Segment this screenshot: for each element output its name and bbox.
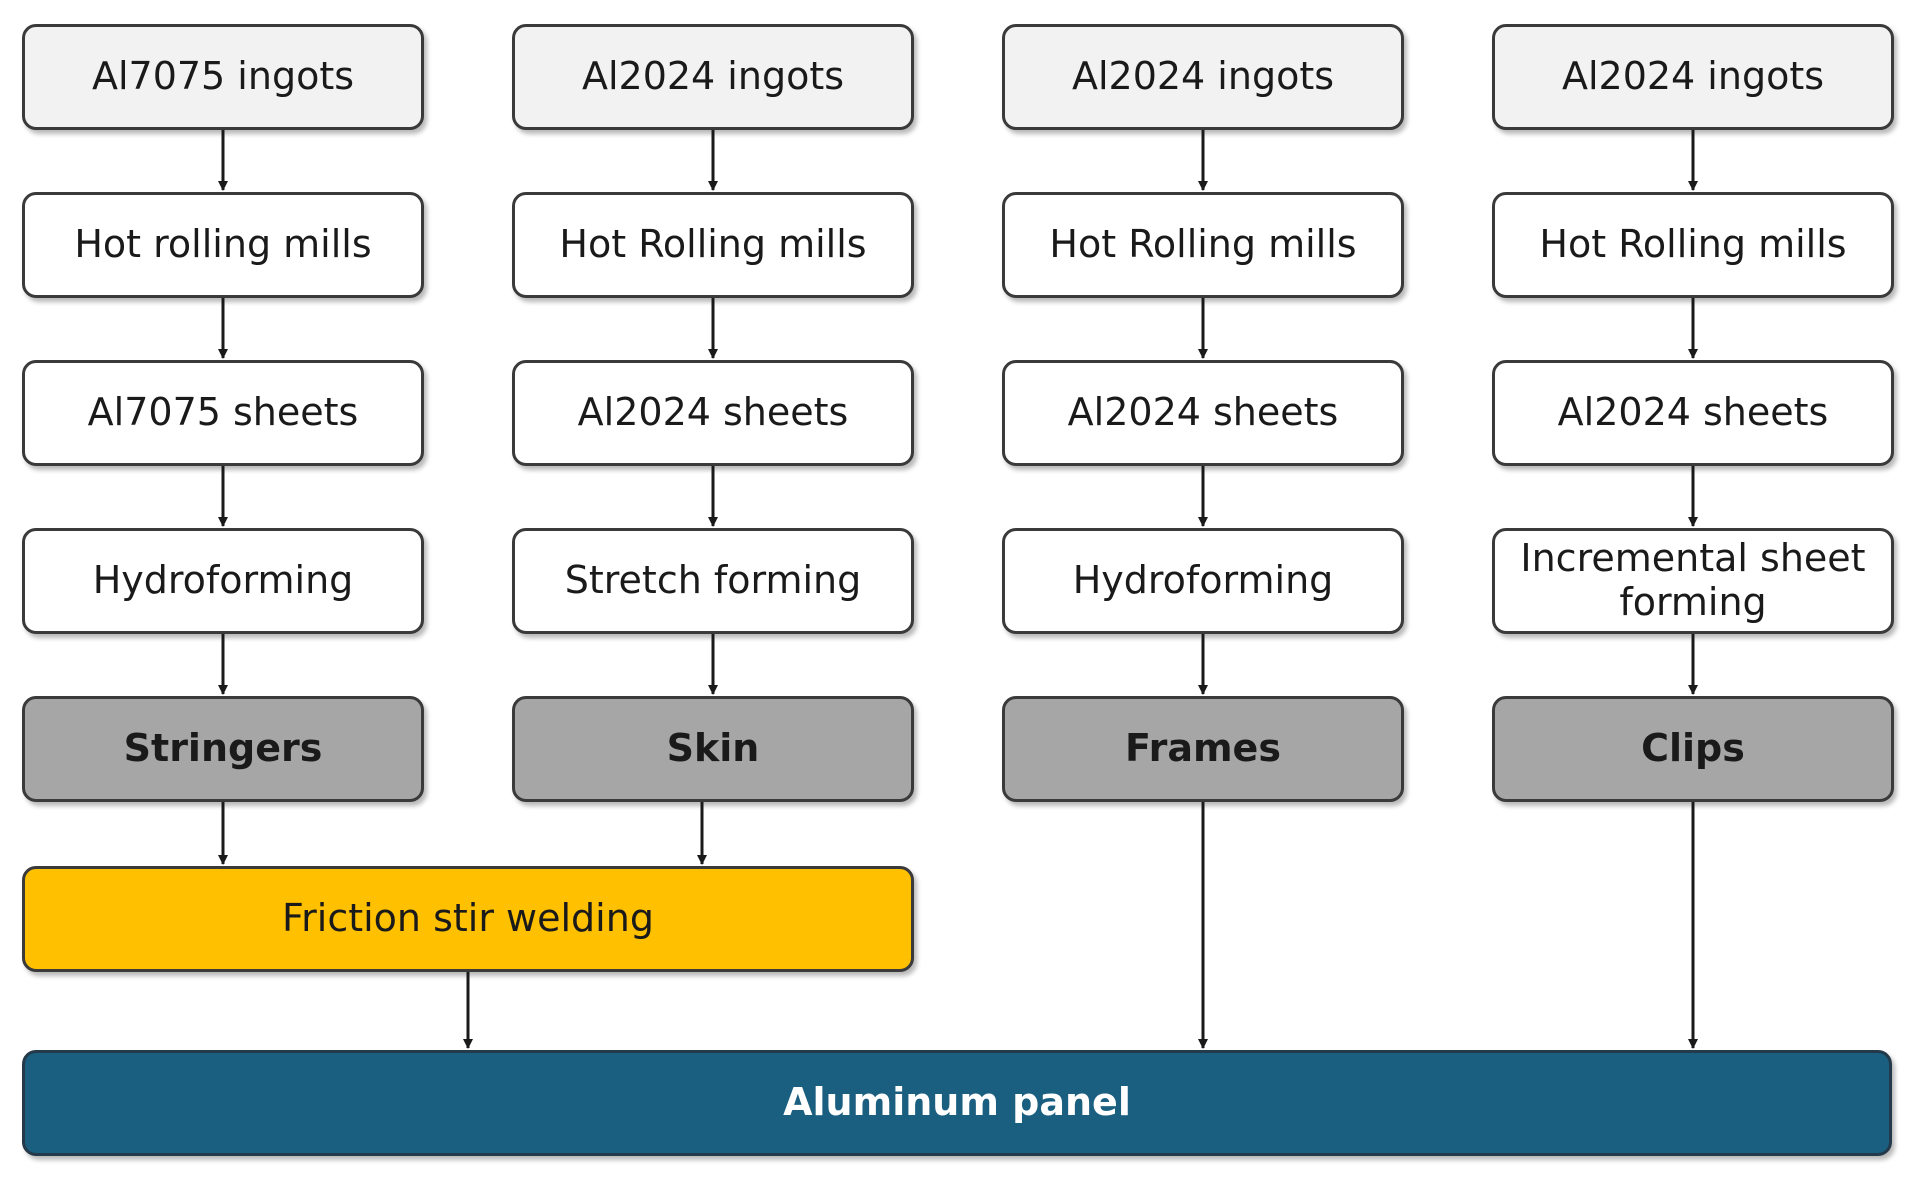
- node-skin: Skin: [512, 696, 914, 802]
- node-hot-rolling-mills-1: Hot rolling mills: [22, 192, 424, 298]
- node-al2024-sheets-1: Al2024 sheets: [512, 360, 914, 466]
- node-frames: Frames: [1002, 696, 1404, 802]
- node-al7075-ingots: Al7075 ingots: [22, 24, 424, 130]
- node-stretch-forming: Stretch forming: [512, 528, 914, 634]
- node-aluminum-panel: Aluminum panel: [22, 1050, 1892, 1156]
- node-hydroforming-1: Hydroforming: [22, 528, 424, 634]
- node-al2024-ingots-1: Al2024 ingots: [512, 24, 914, 130]
- node-friction-stir-welding: Friction stir welding: [22, 866, 914, 972]
- node-hydroforming-2: Hydroforming: [1002, 528, 1404, 634]
- node-al2024-ingots-3: Al2024 ingots: [1492, 24, 1894, 130]
- node-al2024-ingots-2: Al2024 ingots: [1002, 24, 1404, 130]
- node-clips: Clips: [1492, 696, 1894, 802]
- node-hot-rolling-mills-2: Hot Rolling mills: [512, 192, 914, 298]
- node-incremental-sheet-forming: Incremental sheet forming: [1492, 528, 1894, 634]
- node-al2024-sheets-3: Al2024 sheets: [1492, 360, 1894, 466]
- node-hot-rolling-mills-4: Hot Rolling mills: [1492, 192, 1894, 298]
- node-al2024-sheets-2: Al2024 sheets: [1002, 360, 1404, 466]
- node-hot-rolling-mills-3: Hot Rolling mills: [1002, 192, 1404, 298]
- node-al7075-sheets: Al7075 sheets: [22, 360, 424, 466]
- node-stringers: Stringers: [22, 696, 424, 802]
